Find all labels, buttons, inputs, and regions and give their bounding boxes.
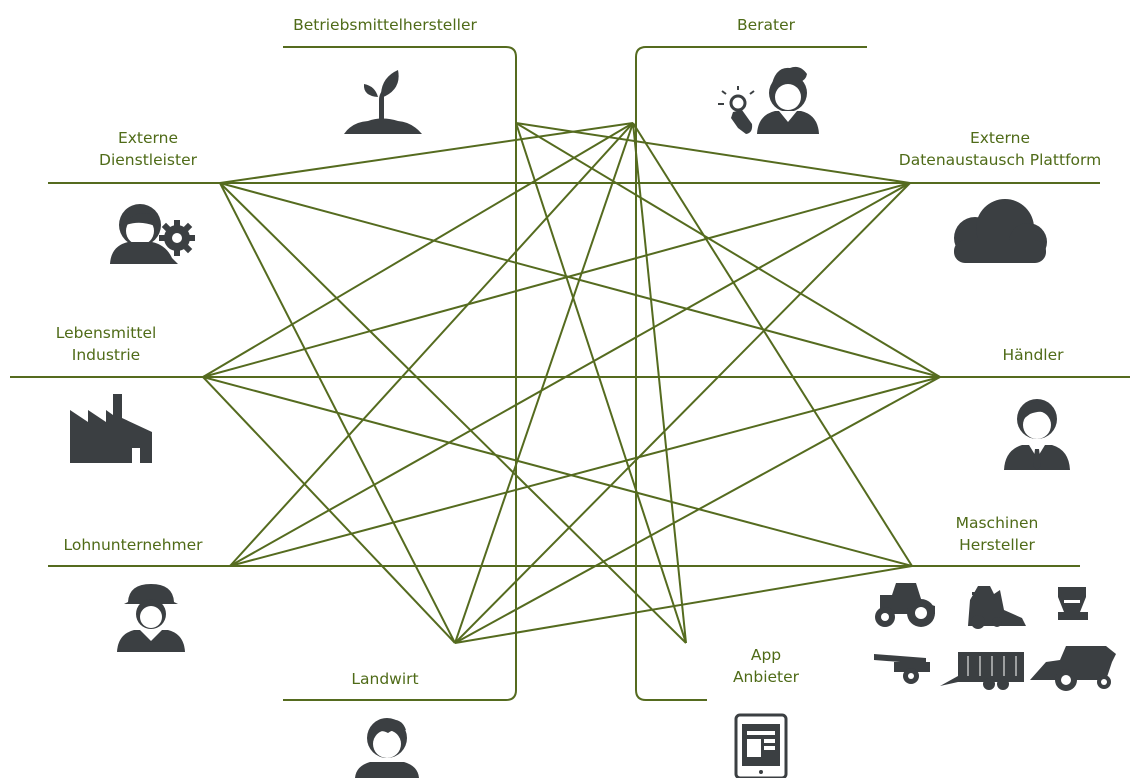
helmet-worker-icon [117, 584, 185, 652]
connection-berater-maschinen [632, 122, 913, 567]
label-line: Lebensmittel [55, 324, 157, 342]
connection-berater-dienstleister [219, 122, 634, 184]
connection-lebensmittel-landwirt [202, 376, 456, 644]
connection-plattform-landwirt [454, 182, 911, 644]
farm-machinery-icon [874, 583, 1116, 691]
connection-haendler-landwirt [454, 376, 941, 644]
label-haendler: Händler [1002, 344, 1063, 366]
label-betriebsmittelhersteller: Betriebsmittelhersteller [293, 14, 477, 36]
plant-icon [344, 70, 422, 134]
factory-icon [70, 394, 152, 463]
fertilizer-spreader-icon [1058, 587, 1088, 620]
cloud-icon [954, 199, 1047, 263]
right-frame [635, 46, 867, 701]
label-line: Landwirt [351, 670, 419, 688]
label-externe-plattform: Externe Datenaustausch Plattform [899, 127, 1101, 171]
label-line: Datenaustausch Plattform [898, 151, 1102, 169]
label-externe-dienstleister: Externe Dienstleister [99, 127, 197, 171]
farmer-icon [355, 718, 419, 778]
label-line: Externe [117, 129, 179, 147]
advisor-lightbulb-icon [718, 66, 819, 134]
label-line: Berater [736, 16, 796, 34]
left-frame [283, 46, 517, 701]
label-maschinen-hersteller: Maschinen Hersteller [956, 512, 1039, 556]
label-landwirt: Landwirt [351, 668, 418, 690]
label-lebensmittel-industrie: Lebensmittel Industrie [56, 322, 157, 366]
connection-berater-lohn [229, 122, 634, 567]
sprayer-icon [874, 654, 930, 684]
connection-berater-lebensmittel [202, 122, 634, 378]
connection-betriebsmittel-plattform [515, 122, 911, 184]
label-line: Hersteller [959, 536, 1035, 554]
label-line: Lohnunternehmer [63, 536, 203, 554]
service-gear-person-icon [110, 204, 195, 264]
label-line: Maschinen [955, 514, 1039, 532]
label-berater: Berater [737, 14, 795, 36]
connection-landwirt-maschinen [454, 565, 913, 644]
label-line: Externe [969, 129, 1031, 147]
label-line: Anbieter [732, 668, 800, 686]
label-line: Händler [1002, 346, 1064, 364]
connection-dienstleister-app [219, 182, 687, 644]
combine-harvester-icon [1030, 646, 1116, 691]
connection-plattform-lebensmittel [202, 182, 911, 378]
tractor-icon [875, 583, 935, 627]
connection-plattform-lohn [229, 182, 911, 567]
businessman-icon [1004, 399, 1070, 470]
connection-dienstleister-haendler [219, 182, 941, 378]
label-line: Betriebsmittelhersteller [293, 16, 477, 34]
label-line: Industrie [71, 346, 141, 364]
forage-harvester-icon [968, 586, 1026, 629]
label-line: Dienstleister [99, 151, 197, 169]
connection-haendler-lohn [229, 376, 941, 567]
connection-berater-landwirt [454, 122, 634, 644]
label-lohnunternehmer: Lohnunternehmer [63, 534, 202, 556]
forage-trailer-icon [940, 652, 1024, 690]
connection-betriebsmittel-app [515, 122, 687, 644]
connection-berater-app [632, 122, 687, 644]
label-app-anbieter: App Anbieter [733, 644, 799, 688]
label-line: App [750, 646, 782, 664]
tablet-app-icon [734, 713, 788, 778]
connection-betriebsmittel-haendler [515, 122, 941, 378]
connection-lebensmittel-maschinen [202, 376, 913, 567]
